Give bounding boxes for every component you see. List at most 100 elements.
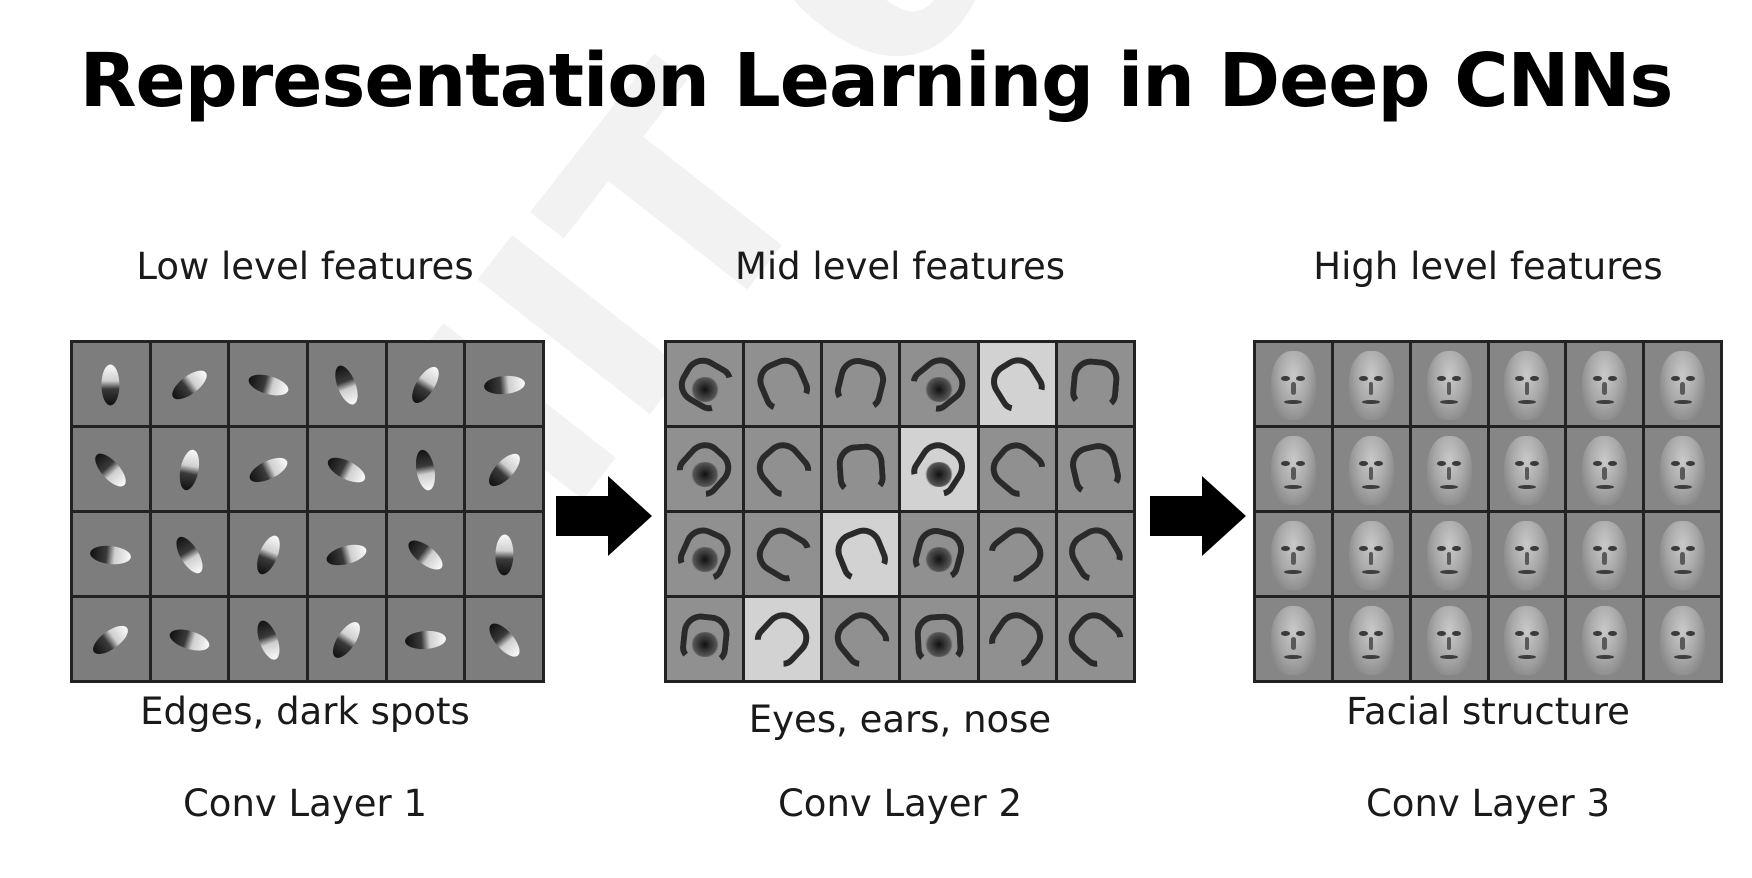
face-eye-shape bbox=[1514, 375, 1524, 381]
edge-filter-blob bbox=[246, 370, 291, 399]
mid-feature-tile bbox=[1057, 428, 1133, 510]
face-nose-shape bbox=[1680, 637, 1685, 651]
high-feature-tile bbox=[1567, 513, 1643, 595]
part-filter-shape bbox=[750, 351, 815, 417]
face-eye-shape bbox=[1607, 375, 1617, 381]
high-feature-tile bbox=[1645, 428, 1720, 510]
face-eye-shape bbox=[1437, 630, 1447, 636]
part-filter-spot bbox=[924, 547, 955, 573]
caption-low-level: Edges, dark spots bbox=[140, 690, 470, 733]
high-feature-tile bbox=[1567, 343, 1643, 425]
high-feature-tile bbox=[1567, 598, 1643, 680]
face-mouth-shape bbox=[1440, 655, 1459, 660]
low-feature-tile bbox=[230, 343, 306, 425]
edge-filter-blob bbox=[483, 373, 526, 396]
face-eye-shape bbox=[1359, 460, 1369, 466]
face-nose-shape bbox=[1446, 467, 1452, 481]
mid-feature-tile bbox=[667, 428, 743, 510]
feature-grid-mid-level bbox=[664, 340, 1136, 683]
face-nose-shape bbox=[1524, 382, 1530, 396]
high-feature-tile bbox=[1333, 598, 1409, 680]
face-mouth-shape bbox=[1440, 570, 1459, 575]
face-eye-shape bbox=[1296, 630, 1306, 636]
low-feature-tile bbox=[73, 598, 149, 680]
face-eye-shape bbox=[1592, 630, 1602, 636]
low-feature-tile bbox=[151, 343, 228, 425]
face-eye-shape bbox=[1296, 375, 1306, 381]
face-mouth-shape bbox=[1284, 485, 1303, 490]
mid-feature-tile bbox=[823, 598, 899, 680]
mid-feature-tile bbox=[823, 343, 899, 425]
slide-title: Representation Learning in Deep CNNs bbox=[79, 38, 1674, 124]
face-mouth-shape bbox=[1517, 570, 1536, 575]
low-feature-tile bbox=[151, 428, 228, 510]
part-filter-shape bbox=[826, 604, 896, 674]
face-eye-shape bbox=[1529, 375, 1539, 381]
mid-feature-tile bbox=[745, 598, 821, 680]
low-feature-tile bbox=[73, 343, 149, 425]
edge-filter-blob bbox=[176, 447, 203, 492]
edge-filter-blob bbox=[101, 364, 120, 406]
edge-filter-blob bbox=[494, 534, 514, 576]
heading-high-level: High level features bbox=[1313, 245, 1663, 288]
face-mouth-shape bbox=[1362, 485, 1381, 490]
edge-filter-blob bbox=[483, 448, 525, 491]
part-filter-shape bbox=[983, 519, 1052, 589]
face-mouth-shape bbox=[1595, 655, 1614, 660]
face-nose-shape bbox=[1291, 552, 1296, 566]
edge-filter-blob bbox=[171, 532, 208, 577]
face-mouth-shape bbox=[1284, 400, 1303, 405]
face-mouth-shape bbox=[1517, 655, 1536, 660]
mid-feature-tile bbox=[1057, 343, 1133, 425]
face-eye-shape bbox=[1592, 545, 1602, 551]
face-eye-shape bbox=[1514, 630, 1524, 636]
face-eye-shape bbox=[1685, 630, 1695, 636]
face-eye-shape bbox=[1685, 460, 1695, 466]
face-nose-shape bbox=[1368, 382, 1374, 396]
edge-filter-blob bbox=[252, 617, 284, 662]
face-eye-shape bbox=[1670, 545, 1680, 551]
mid-feature-tile bbox=[979, 598, 1055, 680]
face-eye-shape bbox=[1529, 545, 1539, 551]
mid-feature-tile bbox=[745, 428, 821, 510]
mid-feature-tile bbox=[901, 428, 977, 510]
high-feature-tile bbox=[1411, 343, 1487, 425]
face-eye-shape bbox=[1374, 375, 1384, 381]
face-mouth-shape bbox=[1362, 655, 1381, 660]
edge-filter-blob bbox=[328, 617, 366, 662]
feature-grid-low-level bbox=[70, 340, 545, 683]
face-nose-shape bbox=[1602, 552, 1607, 566]
low-feature-tile bbox=[466, 598, 542, 680]
face-eye-shape bbox=[1607, 460, 1617, 466]
face-mouth-shape bbox=[1284, 570, 1303, 575]
part-filter-spot bbox=[924, 377, 955, 403]
face-nose-shape bbox=[1291, 637, 1296, 651]
part-filter-shape bbox=[748, 434, 818, 504]
part-filter-shape bbox=[982, 434, 1052, 504]
edge-filter-blob bbox=[324, 540, 369, 569]
face-eye-shape bbox=[1296, 545, 1306, 551]
face-nose-shape bbox=[1602, 382, 1607, 396]
face-eye-shape bbox=[1452, 460, 1462, 466]
low-feature-tile bbox=[73, 513, 149, 595]
high-feature-tile bbox=[1333, 343, 1409, 425]
face-nose-shape bbox=[1368, 552, 1374, 566]
edge-filter-blob bbox=[90, 448, 132, 491]
face-eye-shape bbox=[1514, 460, 1524, 466]
face-mouth-shape bbox=[1673, 400, 1692, 405]
edge-filter-blob bbox=[324, 452, 370, 488]
face-mouth-shape bbox=[1362, 570, 1381, 575]
face-eye-shape bbox=[1281, 460, 1291, 466]
low-feature-tile bbox=[308, 343, 385, 425]
part-filter-shape bbox=[748, 604, 818, 674]
edge-filter-blob bbox=[407, 362, 444, 407]
high-feature-tile bbox=[1411, 598, 1487, 680]
face-nose-shape bbox=[1368, 467, 1374, 481]
part-filter-shape bbox=[749, 520, 817, 588]
face-nose-shape bbox=[1368, 637, 1374, 651]
face-eye-shape bbox=[1359, 375, 1369, 381]
feature-grid-high-level bbox=[1253, 340, 1723, 683]
edge-filter-blob bbox=[403, 535, 448, 575]
face-eye-shape bbox=[1296, 460, 1306, 466]
part-filter-shape bbox=[1066, 439, 1125, 499]
